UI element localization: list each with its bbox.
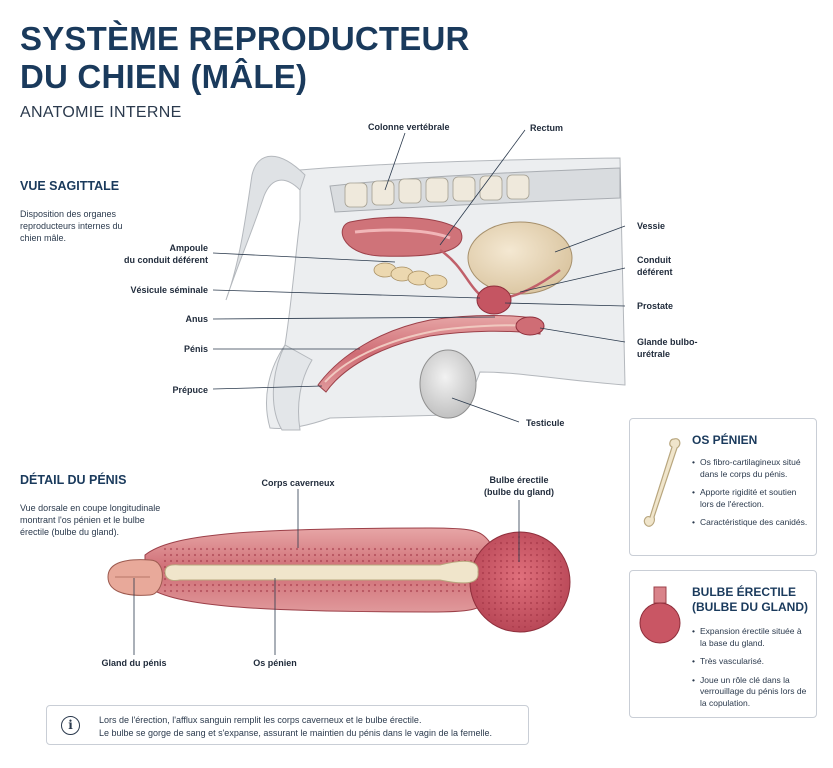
- page-title: SYSTÈME REPRODUCTEUR DU CHIEN (MÂLE): [20, 20, 470, 96]
- label-glande: Glande bulbo- urétrale: [637, 336, 698, 360]
- testicle: [419, 349, 477, 419]
- card-os-title: OS PÉNIEN: [692, 433, 758, 447]
- info-line-1: Lors de l'érection, l'afflux sanguin rem…: [99, 715, 422, 725]
- prostate: [476, 285, 512, 315]
- card-bulbe: BULBE ÉRECTILE (BULBE DU GLAND) Expansio…: [629, 570, 817, 718]
- rectum: [341, 216, 463, 257]
- label-glande-line-1: Glande bulbo-: [637, 337, 698, 347]
- label-rectum: Rectum: [530, 123, 564, 133]
- detail-description: Vue dorsale en coupe longitudinale montr…: [20, 503, 161, 537]
- card-bulbe-bullet: Joue un rôle clé dans la verrouillage du…: [692, 675, 810, 710]
- vertebrae: [344, 174, 530, 208]
- label-gland: Gland du pénis: [101, 658, 167, 668]
- info-line-2: Le bulbe se gorge de sang et s'expanse, …: [99, 728, 492, 738]
- sagittal-description: Disposition des organes reproducteurs in…: [20, 209, 123, 243]
- label-conduit-line-1: Conduit: [637, 255, 671, 265]
- card-bulbe-title-line-2: (BULBE DU GLAND): [692, 600, 808, 614]
- seminal-vesicle: [373, 262, 448, 290]
- label-prepuce: Prépuce: [172, 385, 208, 395]
- info-text: Lors de l'érection, l'afflux sanguin rem…: [99, 714, 492, 740]
- card-os-list: Os fibro-cartilagineux situé dans le cor…: [692, 457, 810, 536]
- label-penis: Pénis: [183, 344, 208, 354]
- bladder: [467, 221, 573, 295]
- sagittal-heading: VUE SAGITTALE: [20, 179, 120, 193]
- label-vesicule: Vésicule séminale: [130, 285, 208, 295]
- label-os-penien: Os pénien: [253, 658, 297, 668]
- label-colonne: Colonne vertébrale: [368, 122, 450, 132]
- label-conduit: Conduit déférent: [637, 254, 673, 278]
- label-anus: Anus: [185, 314, 209, 324]
- card-bulbe-bullet: Très vascularisé.: [692, 656, 810, 668]
- label-bulbe-line-1: Bulbe érectile: [489, 475, 549, 485]
- dog-tail: [225, 155, 306, 301]
- title-line-1: SYSTÈME REPRODUCTEUR: [20, 20, 470, 57]
- label-ampoule-line-1: Ampoule: [169, 243, 208, 253]
- info-box: i Lors de l'érection, l'afflux sanguin r…: [46, 705, 529, 745]
- card-os-bullet: Os fibro-cartilagineux situé dans le cor…: [692, 457, 810, 480]
- label-ampoule-line-2: du conduit déférent: [124, 255, 208, 265]
- info-icon: i: [61, 716, 80, 735]
- label-corps-caverneux: Corps caverneux: [261, 478, 335, 488]
- card-os-penien: OS PÉNIEN Os fibro-cartilagineux situé d…: [629, 418, 817, 556]
- card-bulbe-bullet: Expansion érectile située à la base du g…: [692, 626, 810, 649]
- label-conduit-line-2: déférent: [637, 267, 673, 277]
- bulbourethral-gland: [515, 316, 545, 336]
- card-os-bullet: Apporte rigidité et soutien lors de l'ér…: [692, 487, 810, 510]
- page-subtitle: ANATOMIE INTERNE: [20, 104, 182, 121]
- label-prostate: Prostate: [637, 301, 674, 311]
- label-vessie: Vessie: [637, 221, 666, 231]
- label-bulbe: Bulbe érectile (bulbe du gland): [464, 474, 574, 498]
- label-testicule: Testicule: [526, 418, 565, 428]
- dog-hind-leg: [272, 344, 313, 431]
- label-ampoule: Ampoule du conduit déférent: [120, 242, 208, 266]
- label-glande-line-2: urétrale: [637, 349, 671, 359]
- card-bulbe-title: BULBE ÉRECTILE (BULBE DU GLAND): [692, 585, 808, 615]
- card-os-bullet: Caractéristique des canidés.: [692, 517, 810, 529]
- title-line-2: DU CHIEN (MÂLE): [20, 58, 308, 95]
- bone-icon: [643, 438, 681, 527]
- label-bulbe-line-2: (bulbe du gland): [484, 487, 554, 497]
- card-bulbe-title-line-1: BULBE ÉRECTILE: [692, 585, 797, 599]
- bulb-icon: [639, 586, 681, 644]
- detail-heading: DÉTAIL DU PÉNIS: [20, 473, 127, 487]
- card-bulbe-list: Expansion érectile située à la base du g…: [692, 626, 810, 716]
- os-penis-detail: [164, 560, 479, 584]
